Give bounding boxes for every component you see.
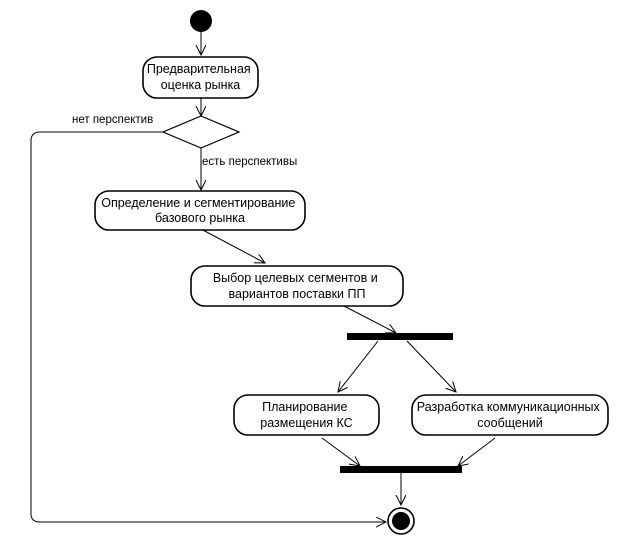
activity-target-segments: Выбор целевых сегментов и вариантов пост…: [190, 265, 404, 307]
final-node: [387, 507, 415, 535]
fork-bar: [347, 333, 453, 340]
activity-ks-placement: Планирование размещения КС: [233, 394, 380, 436]
initial-node: [190, 10, 212, 32]
activity-base-market-line-1: Определение и сегментирование: [101, 196, 295, 210]
activity-market-prelim-line-1: Предварительная: [147, 62, 251, 76]
edge-base-to-target: [200, 228, 265, 263]
decision-node: [161, 115, 241, 149]
activity-target-segments-line-1: Выбор целевых сегментов и: [213, 271, 378, 285]
activity-ks-placement-line-1: Планирование: [262, 400, 347, 414]
activity-base-market: Определение и сегментирование базового р…: [94, 190, 306, 231]
edge-target-to-fork: [343, 305, 396, 333]
activity-base-market-line-2: базового рынка: [155, 211, 245, 225]
activity-target-segments-line-2: вариантов поставки ПП: [229, 287, 366, 301]
edge-fork-to-comm: [406, 340, 456, 392]
activity-market-prelim: Предварительная оценка рынка: [142, 56, 259, 99]
activity-comm-dev: Разработка коммуникационных сообщений: [411, 394, 609, 436]
edge-fork-to-ks: [338, 340, 379, 392]
join-bar: [340, 466, 462, 473]
activity-market-prelim-line-2: оценка рынка: [161, 78, 241, 92]
edge-comm-to-join: [458, 437, 496, 466]
activity-comm-dev-line-2: сообщений: [477, 416, 542, 430]
label-no-prospects: нет перспектив: [72, 114, 153, 126]
svg-text:Разработка коммуникационных: Разработка коммуникационных сообщений: [417, 400, 603, 430]
svg-text:Определение и сегментирование: Определение и сегментирование базового р…: [101, 196, 299, 225]
activity-ks-placement-line-2: размещения КС: [260, 416, 352, 430]
svg-text:Предварительная оценка р: Предварительная оценка рынка: [147, 62, 254, 92]
svg-text:Планирование размещения: Планирование размещения КС: [260, 400, 352, 430]
edge-decision-no-prospects: [30, 131, 386, 522]
label-has-prospects: есть перспективы: [202, 156, 297, 168]
activity-comm-dev-line-1: Разработка коммуникационных: [417, 400, 601, 414]
svg-text:Выбор целевых сегментов и: Выбор целевых сегментов и вариантов пост…: [213, 271, 381, 301]
edge-ks-to-join: [321, 437, 360, 466]
